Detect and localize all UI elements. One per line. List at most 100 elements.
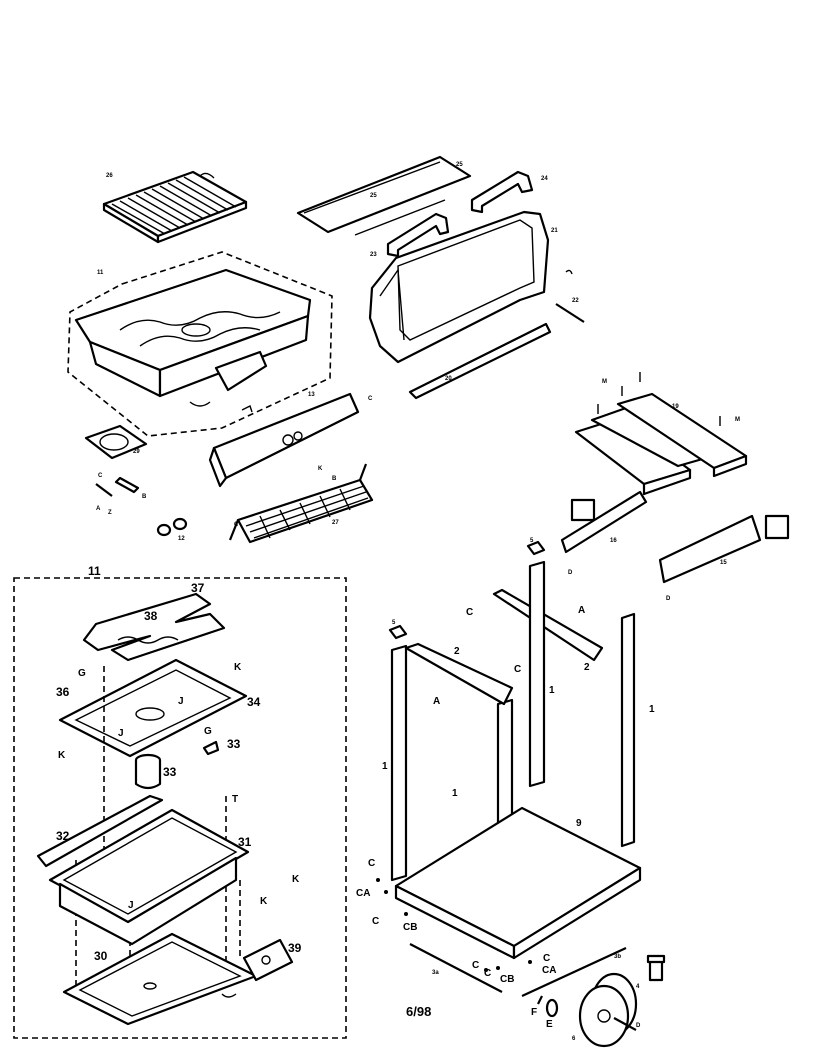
label-lid-rod: 20 [445, 376, 452, 382]
label-axle-3a: 3a [432, 970, 439, 976]
label-foot: 4 [636, 984, 640, 990]
label-shelf-m-left: M [602, 379, 607, 385]
label-t: T [232, 794, 238, 805]
label-cap: 5 [530, 538, 534, 544]
seal [84, 424, 148, 460]
tray [62, 932, 258, 1026]
lid-panel [296, 155, 472, 236]
label-bracket-right: 15 [720, 560, 727, 566]
label-wheel: 6 [572, 1036, 576, 1042]
label-lid: 21 [551, 228, 558, 234]
label-leg-back-mid: 1 [452, 788, 458, 799]
label-basket-c: C [234, 522, 239, 528]
label-cooktop-assembly: 11 [97, 270, 104, 276]
foot [646, 954, 666, 982]
grate [102, 170, 248, 244]
inset-title: 11 [88, 564, 101, 578]
label-k2: K [58, 750, 66, 761]
control [242, 938, 294, 982]
base [394, 806, 642, 960]
label-hardware-cb2: CB [500, 974, 514, 985]
bracket-left [560, 490, 648, 554]
label-bracket-left-d: D [568, 570, 573, 576]
knobs [156, 517, 188, 537]
label-cup: 33 [163, 765, 177, 779]
rim [36, 794, 164, 868]
rail [492, 588, 604, 662]
clip [202, 740, 220, 756]
label-hardware-c1: C [368, 858, 375, 869]
label-axle-3b: 3b [614, 954, 621, 960]
burner-parts [95, 476, 140, 497]
label-j2: J [178, 696, 184, 707]
cooktop-control [214, 350, 268, 392]
label-tray: 30 [94, 949, 108, 963]
shelf-screws [597, 372, 721, 426]
label-shelf: 19 [672, 404, 679, 410]
label-rim: 32 [56, 829, 70, 843]
label-rail-a: A [578, 605, 585, 616]
lid [368, 210, 550, 364]
label-bracket-right-d: D [666, 596, 671, 602]
cooktop-clip [189, 401, 211, 407]
shelf [574, 392, 748, 496]
bracket-right [658, 514, 790, 584]
cup [134, 753, 162, 790]
label-knobs: 12 [178, 536, 185, 542]
label-seal: 29 [133, 449, 140, 455]
label-pan: 31 [238, 835, 252, 849]
label-g1: G [78, 668, 86, 679]
label-control-box-k: K [318, 466, 323, 472]
label-element: 37 [191, 581, 205, 595]
control-box [208, 392, 360, 488]
label-hardware-c4: C [484, 968, 491, 979]
label-leg-front-mid: 1 [549, 685, 555, 696]
lid-pin [555, 303, 585, 323]
basket [228, 463, 374, 544]
handle-right [470, 170, 534, 214]
label-frame-a: A [433, 696, 440, 707]
cap [526, 540, 546, 556]
legs [390, 560, 636, 952]
label-burner-part-z: Z [108, 510, 112, 516]
label-shelf-m-right: M [735, 417, 740, 423]
cap-left [388, 624, 408, 640]
label-handle-left: 23 [370, 252, 377, 258]
label-axle-d: D [636, 1023, 641, 1029]
label-rail-c: C [466, 607, 473, 618]
axle-3a [409, 943, 503, 993]
label-36: 36 [56, 685, 70, 699]
handle-left [386, 212, 450, 258]
label-control-box: 13 [308, 392, 315, 398]
axle-3b [521, 947, 627, 997]
label-basket: 27 [332, 520, 339, 526]
label-k1: K [234, 662, 242, 673]
label-hardware-cb1: CB [403, 922, 417, 933]
cooktop-screw [241, 405, 253, 413]
label-clip: 33 [227, 737, 241, 751]
hub [537, 995, 559, 1018]
label-rail-2: 2 [584, 662, 590, 673]
label-hardware-ca2: CA [542, 965, 556, 976]
lid-pin-clip [565, 269, 573, 275]
label-hardware-c2: C [372, 916, 379, 927]
hardware-screws [376, 878, 532, 972]
frame-top [404, 642, 514, 706]
label-grate: 26 [106, 173, 113, 179]
label-handle-right: 24 [541, 176, 548, 182]
label-g2: G [204, 726, 212, 737]
label-control: 39 [288, 941, 302, 955]
label-hardware-c5: C [543, 953, 550, 964]
lid-rod [408, 322, 552, 400]
label-element-tube: 38 [144, 609, 158, 623]
label-base: 9 [576, 818, 582, 829]
label-frame-top: 2 [454, 646, 460, 657]
frame-plate [58, 658, 248, 758]
label-lid-panel: 25 [370, 193, 377, 199]
label-j3: J [128, 900, 134, 911]
inset-box [13, 577, 347, 1039]
label-j1: J [118, 728, 124, 739]
label-burner-part-a: A [96, 506, 101, 512]
label-hub-f: F [531, 1007, 537, 1018]
